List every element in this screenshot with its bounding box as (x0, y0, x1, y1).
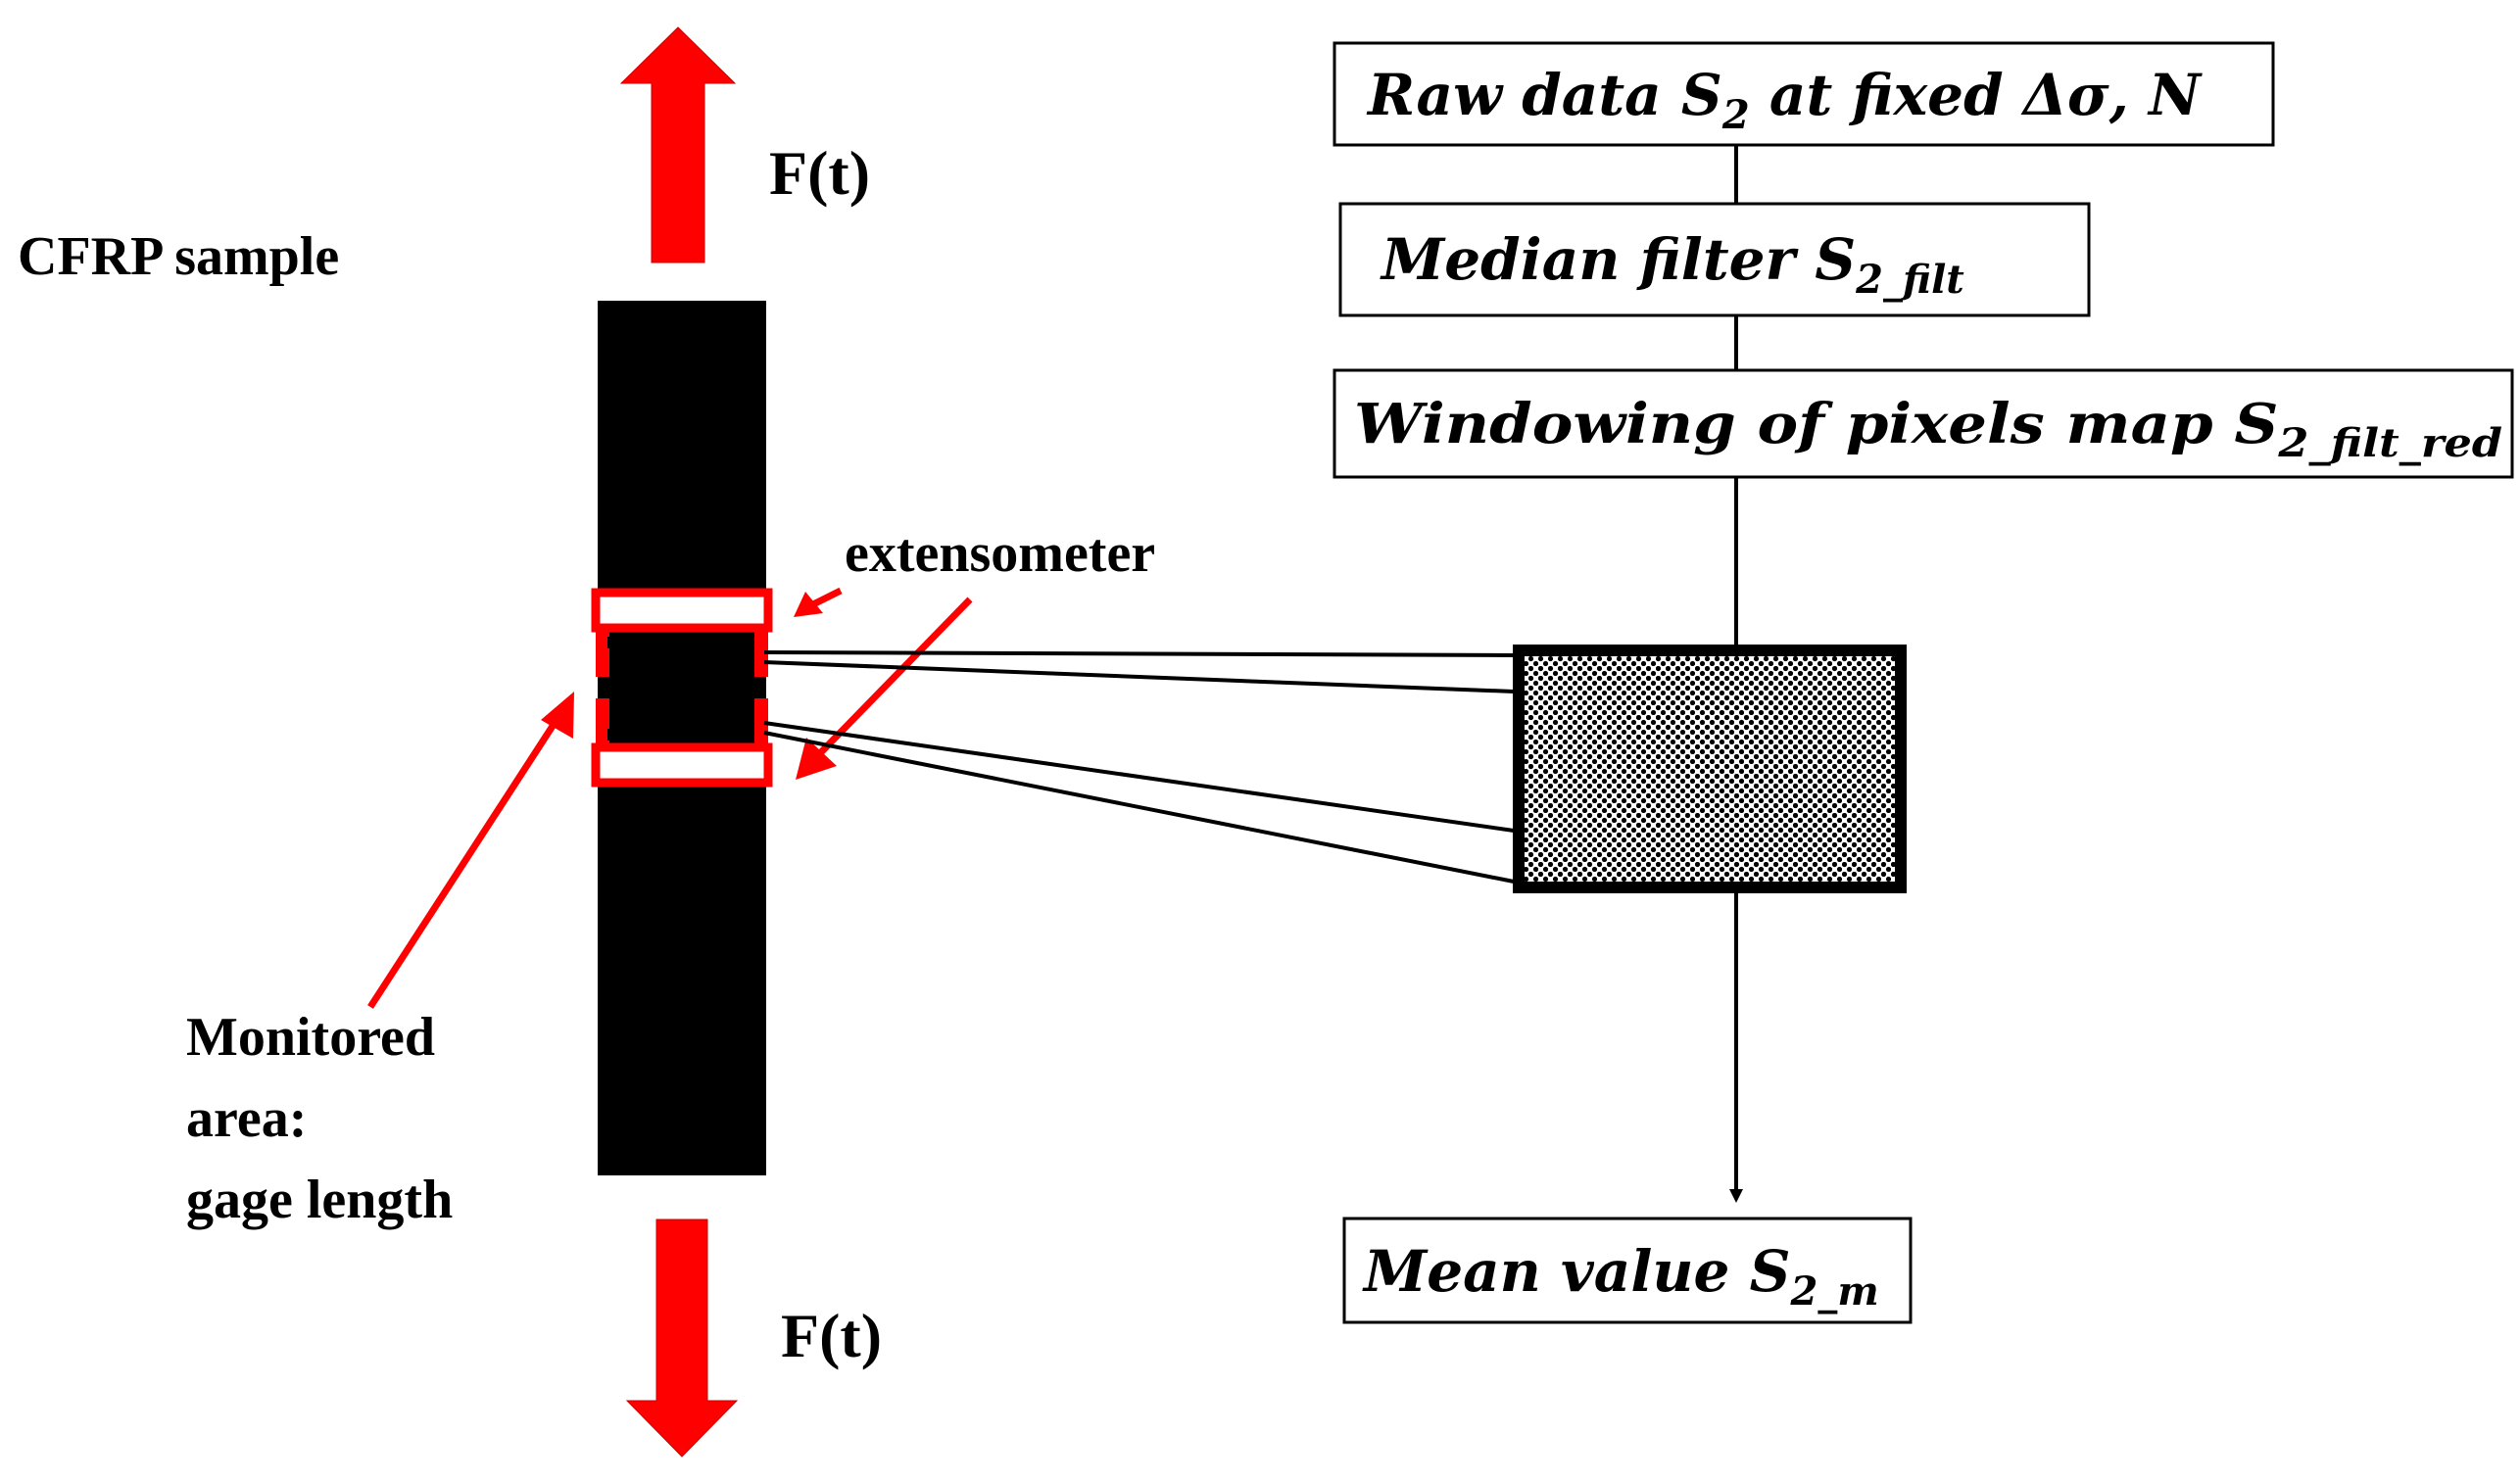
svg-text:Mean value S2_m: Mean value S2_m (1362, 1238, 1879, 1315)
step4-sub: 2_m (1790, 1268, 1879, 1315)
monitored-label-line3: gage length (186, 1170, 453, 1230)
pixel-window (1513, 645, 1907, 893)
flow-step-raw-data: Raw data S2 at fixed Δσ, N (1333, 41, 2275, 147)
extensometer-arrow-lower (796, 597, 973, 780)
step1-tail: at fixed Δσ, N (1750, 62, 2203, 128)
extensometer-clamps (591, 588, 773, 788)
step2-main: Median filter S (1380, 226, 1856, 293)
sample-label: CFRP sample (18, 226, 339, 287)
monitored-label-line2: area: (186, 1088, 307, 1149)
step1-sub: 2 (1721, 92, 1750, 138)
step4-main: Mean value S (1362, 1238, 1791, 1305)
monitored-arrow (367, 692, 574, 1009)
svg-text:Median filter S2_filt: Median filter S2_filt (1380, 226, 1964, 303)
force-label-bottom: F(t) (781, 1301, 882, 1370)
step1-main: Raw data S (1366, 62, 1722, 128)
monitored-label-line1: Monitored (186, 1007, 435, 1068)
force-arrow-bottom (625, 1219, 739, 1458)
force-arrow-top (619, 26, 737, 263)
flow-step-mean-value: Mean value S2_m (1342, 1217, 1913, 1324)
svg-text:Windowing of pixels map S2_fil: Windowing of pixels map S2_filt_red (1354, 392, 2502, 466)
extensometer-label: extensometer (845, 523, 1155, 584)
force-label-top: F(t) (769, 138, 870, 208)
step3-sub: 2_filt_red (2277, 420, 2502, 466)
projection-lines (763, 650, 1515, 884)
extensometer-arrow-upper (794, 587, 843, 617)
svg-text:Raw data S2 at fixed Δσ, N: Raw data S2 at fixed Δσ, N (1366, 62, 2203, 138)
step2-sub: 2_filt (1855, 257, 1964, 303)
step3-main: Windowing of pixels map S (1354, 392, 2278, 456)
monitored-area (607, 637, 754, 741)
flow-step-median-filter: Median filter S2_filt (1338, 202, 2091, 317)
